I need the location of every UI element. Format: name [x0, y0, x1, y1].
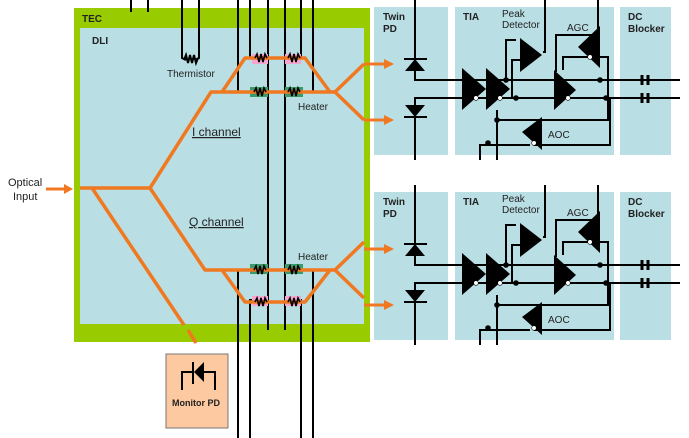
- aoc-label: AOC: [548, 315, 570, 326]
- inverting-output-dot: [531, 325, 537, 331]
- inverting-output-dot: [531, 140, 537, 146]
- photodiode-icon: [181, 362, 216, 390]
- junction-dot: [603, 95, 609, 101]
- thermistor-icon: [183, 51, 199, 67]
- signal-wire: [511, 244, 520, 283]
- tia-label: TIA: [463, 12, 479, 23]
- i-channel-label: I channel: [192, 125, 241, 139]
- photodiode-icon: [405, 59, 425, 71]
- signal-wire: [543, 185, 546, 238]
- junction-dot: [597, 262, 603, 268]
- peak-detector-icon: [520, 38, 542, 72]
- signal-wire: [534, 98, 611, 146]
- junction-dot: [494, 302, 500, 308]
- tia-amplifier-icon: [462, 68, 486, 110]
- inverting-output-dot: [565, 280, 571, 286]
- tec-label: TEC: [82, 14, 102, 25]
- dc-blocker-label: Blocker: [628, 24, 665, 35]
- junction-dot: [603, 280, 609, 286]
- aoc-amplifier-icon: [522, 302, 542, 335]
- junction-dot: [513, 280, 519, 286]
- junction-dot: [485, 325, 491, 331]
- peak-detector-label: Detector: [502, 205, 540, 216]
- monitor-pd-label: Monitor PD: [172, 398, 220, 408]
- q-channel-label: Q channel: [189, 215, 244, 229]
- tia-amplifier-icon: [486, 253, 510, 295]
- vga-amplifier-icon: [554, 255, 576, 295]
- tia-amplifier-icon: [462, 253, 486, 295]
- optical-arrow-icon: [384, 59, 394, 69]
- peak-detector-label: Peak: [502, 194, 526, 205]
- signal-wire: [414, 97, 680, 160]
- photodiode-icon: [405, 244, 425, 256]
- inverting-output-dot: [587, 239, 593, 245]
- dli-label: DLI: [92, 36, 108, 47]
- vga-amplifier-icon: [554, 70, 576, 110]
- dc-blocker-label: DC: [628, 12, 642, 23]
- twin-pd-label: Twin: [383, 12, 405, 23]
- inverting-output-dot: [587, 54, 593, 60]
- junction-dot: [513, 95, 519, 101]
- signal-wire: [555, 219, 600, 257]
- heater-label-i: Heater: [298, 102, 329, 113]
- signal-wire: [479, 144, 530, 160]
- twin-pd-label: PD: [383, 209, 397, 220]
- signal-wire: [505, 39, 516, 80]
- dli-block: [80, 28, 364, 324]
- heater-resistor-icons: [253, 51, 301, 307]
- inverting-output-dot: [473, 95, 479, 101]
- optical-input-label-2: Input: [13, 191, 37, 203]
- dc-blocker-label: Blocker: [628, 209, 665, 220]
- signal-wire: [414, 0, 680, 81]
- thermistor-label: Thermistor: [167, 69, 215, 80]
- peak-detector-label: Peak: [502, 9, 526, 20]
- agc-label: AGC: [567, 23, 589, 34]
- agc-amplifier-icon: [578, 211, 600, 253]
- signal-wire: [555, 34, 600, 72]
- signal-wire: [414, 282, 680, 345]
- tia-label: TIA: [463, 197, 479, 208]
- inverting-output-dot: [473, 280, 479, 286]
- peak-detector-icon: [520, 223, 542, 257]
- twin-pd-label: PD: [383, 24, 397, 35]
- inverting-output-dot: [497, 280, 503, 286]
- twin-pd-label: Twin: [383, 197, 405, 208]
- inverting-output-dot: [497, 95, 503, 101]
- heater-label-q: Heater: [298, 252, 329, 263]
- optical-input-label-1: Optical: [8, 177, 42, 189]
- signal-wire: [534, 283, 611, 331]
- optical-arrow-icon: [384, 244, 394, 254]
- signal-wire: [511, 59, 520, 98]
- aoc-amplifier-icon: [522, 117, 542, 150]
- inverting-output-dot: [565, 95, 571, 101]
- signal-wire: [543, 0, 546, 53]
- junction-dot: [503, 262, 509, 268]
- monitor-pd-block: [165, 353, 229, 429]
- signal-wire: [479, 329, 530, 345]
- peak-detector-label: Detector: [502, 20, 540, 31]
- dc-blocker-label: DC: [628, 197, 642, 208]
- optical-input-arrow-icon: [46, 184, 73, 194]
- optical-arrow-icon: [384, 300, 394, 310]
- tia-amplifier-icon: [486, 68, 510, 110]
- signal-wire: [414, 185, 680, 266]
- junction-dot: [494, 117, 500, 123]
- junction-dot: [597, 77, 603, 83]
- photodiode-icon: [405, 105, 425, 117]
- junction-dot: [485, 140, 491, 146]
- agc-label: AGC: [567, 208, 589, 219]
- aoc-label: AOC: [548, 130, 570, 141]
- agc-amplifier-icon: [578, 26, 600, 68]
- junction-dot: [503, 77, 509, 83]
- photodiode-icon: [405, 290, 425, 302]
- optical-arrow-icon: [384, 115, 394, 125]
- signal-wire: [505, 224, 516, 265]
